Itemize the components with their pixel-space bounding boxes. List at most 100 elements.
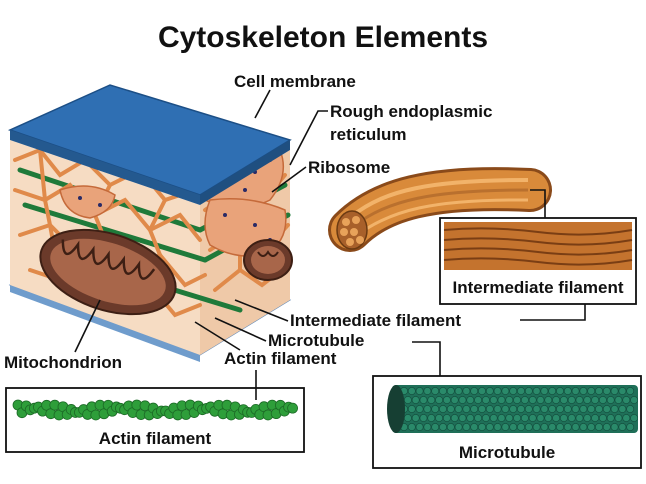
fiber-line (443, 237, 633, 246)
er-sac (59, 185, 116, 219)
microtubule-subunit (579, 387, 588, 395)
microtubule-subunit (521, 396, 529, 404)
leader-microtubule-to-inset (412, 341, 441, 376)
microtubule-subunit (524, 387, 533, 395)
microtubule-subunit (450, 396, 459, 404)
microtubule-subunit (599, 414, 607, 422)
fiber-line (443, 257, 633, 266)
microtubule-subunit (579, 423, 588, 431)
microtubule-subunit (485, 423, 494, 431)
microtubule-subunit (470, 405, 479, 413)
actin-filament-inset: Actin filament (5, 387, 305, 453)
microtubule-inset-label: Microtubule (459, 443, 555, 462)
microtubule-subunit (454, 387, 463, 395)
microtubule-subunit (493, 423, 502, 431)
mitochondrion-small-cristae (257, 250, 279, 257)
rope-end-strand (342, 218, 350, 226)
actin-bead-chain (12, 399, 299, 421)
microtubule-subunit (610, 423, 619, 431)
microtubule-subunit (423, 423, 432, 431)
microtubule-subunit (532, 423, 541, 431)
microtubule-subunit (474, 414, 482, 422)
microtubule-subunit (548, 423, 557, 431)
microtubule-subunit (446, 405, 455, 413)
microtubule-subunit (571, 387, 580, 395)
microtubule-subunit (618, 423, 627, 431)
microtubule-subunit (462, 387, 471, 395)
microtubule-subunit (458, 414, 467, 422)
microtubule-subunit (407, 423, 416, 431)
microtubule-subunit (501, 405, 510, 413)
microtubule-subunit (587, 387, 596, 395)
rope-end-strand (356, 236, 364, 244)
microtubule-subunit (575, 396, 584, 404)
microtubule-subunit (478, 387, 486, 395)
microtubule-subunit (431, 387, 440, 395)
cell-membrane-side-edge (200, 140, 290, 205)
microtubule-subunit (630, 396, 638, 404)
leader-ribosome (271, 166, 307, 193)
intermediate-filament-inset-label: Intermediate filament (453, 278, 624, 297)
microtubule-subunit (583, 396, 592, 404)
microtubule-subunit (489, 414, 498, 422)
ribosome-dot (78, 196, 82, 200)
microtubule-subunit (419, 396, 428, 404)
microtubule-subunit (626, 423, 635, 431)
microtubule-subunit (556, 405, 564, 413)
microtubule-subunit (528, 414, 537, 422)
actin-bead (287, 402, 299, 414)
microtubule-subunit (450, 414, 459, 422)
microtubule-subunit (481, 414, 490, 422)
rope-end-strand (352, 216, 360, 224)
leader-intermediate-filament (234, 299, 289, 322)
microtubule-subunit (563, 405, 572, 413)
microtubule-subunit (591, 414, 599, 422)
microtubule-subunit (548, 405, 557, 413)
microtubule-subunit (544, 414, 553, 422)
microtubule-subunit (536, 396, 545, 404)
microtubule-subunit (435, 414, 443, 422)
microtubule-subunit (517, 387, 525, 395)
cell-membrane-label: Cell membrane (234, 72, 356, 91)
microtubule-subunit (614, 396, 623, 404)
microtubule-subunit (458, 396, 467, 404)
rope-strand (350, 178, 529, 218)
rope-end-strand (346, 238, 354, 246)
microtubule-subunit (478, 423, 486, 431)
microtubule-subunit (415, 405, 424, 413)
microtubule-subunit (435, 396, 443, 404)
microtubule-subunit (595, 423, 603, 431)
microtubule-subunit (622, 396, 631, 404)
microtubule-subunit (560, 414, 568, 422)
microtubule-subunit (493, 405, 502, 413)
microtubule-subunit (587, 423, 596, 431)
ribosome-dot (243, 188, 247, 192)
microtubule-subunit (446, 387, 455, 395)
fiber-line (443, 227, 633, 236)
microtubule-subunit (614, 414, 623, 422)
microtubule-subunit (618, 405, 627, 413)
rope-strand (355, 198, 529, 238)
microtubule-subunit (626, 405, 635, 413)
microtubule-subunit (521, 414, 529, 422)
microtubule-subunit (431, 405, 440, 413)
microtubule-subunit (470, 423, 479, 431)
microtubule-subunit (501, 423, 510, 431)
microtubule-subunit (407, 405, 416, 413)
microtubule-subunit (524, 405, 533, 413)
cell-block (7, 84, 293, 362)
microtubule-subunit (610, 387, 619, 395)
rope-end-strand (350, 228, 358, 236)
microtubule-subunit (556, 387, 564, 395)
microtubule-subunit (485, 387, 494, 395)
microtubule-subunit (439, 387, 447, 395)
actin-filament-inset-label: Actin filament (99, 429, 212, 448)
microtubule-rod (22, 202, 208, 263)
microtubule-subunit (626, 387, 635, 395)
microtubule-subunit (606, 396, 615, 404)
microtubule-subunit (602, 423, 611, 431)
microtubule-subunit (466, 414, 475, 422)
microtubule-subunit (599, 396, 607, 404)
microtubule-subunit (583, 414, 592, 422)
